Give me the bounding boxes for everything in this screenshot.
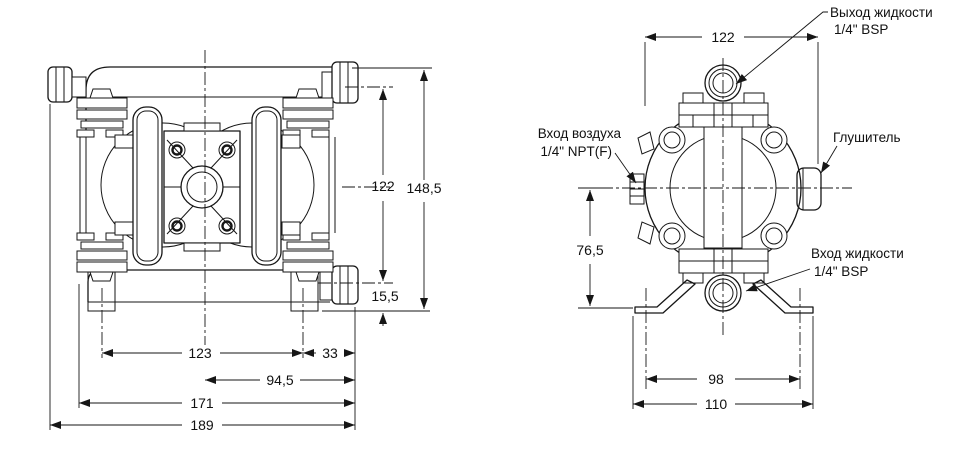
top-manifold bbox=[47, 61, 359, 134]
dim-text: 122 bbox=[371, 178, 395, 194]
label-liquid-outlet: Выход жидкости 1/4" BSP bbox=[735, 5, 933, 85]
dim-text: 189 bbox=[190, 417, 214, 433]
label-text: Глушитель bbox=[833, 130, 901, 145]
top-left-port bbox=[47, 66, 73, 103]
label-text: Вход воздуха bbox=[538, 126, 622, 141]
right-housing bbox=[328, 137, 336, 233]
leader-line bbox=[820, 145, 838, 174]
side-extension-lines bbox=[578, 42, 819, 409]
leader-line bbox=[745, 268, 811, 292]
top-left-port-collar bbox=[71, 76, 87, 98]
label-muffler: Глушитель bbox=[820, 130, 901, 174]
dim-text: 171 bbox=[190, 395, 214, 411]
left-housing bbox=[79, 137, 87, 233]
front-centerlines bbox=[101, 50, 393, 358]
dim-text: 94,5 bbox=[266, 372, 293, 388]
dim-front-port-height: 122 bbox=[371, 89, 395, 281]
body-bolts bbox=[168, 141, 236, 235]
front-extension-lines bbox=[49, 67, 432, 430]
muffler bbox=[796, 167, 822, 211]
leader-line bbox=[735, 11, 828, 85]
dim-text: 123 bbox=[188, 345, 212, 361]
label-liquid-inlet: Вход жидкости 1/4" BSP bbox=[745, 246, 904, 292]
dim-text: 110 bbox=[705, 396, 728, 412]
ring-bolts bbox=[658, 126, 788, 250]
dim-text: 33 bbox=[322, 345, 338, 361]
dim-side-overall-width: 122 bbox=[645, 29, 818, 45]
top-right-port-collar bbox=[321, 71, 333, 99]
bottom-right-clamp bbox=[282, 232, 334, 282]
label-text: Выход жидкости bbox=[830, 5, 933, 20]
dim-front-foot-to-port: 33 bbox=[303, 345, 355, 361]
label-text: 1/4" BSP bbox=[814, 264, 868, 279]
lug bbox=[281, 134, 301, 149]
center-port-outer bbox=[180, 165, 224, 209]
right-flange-plate bbox=[251, 106, 282, 266]
label-text: 1/4" BSP bbox=[834, 22, 888, 37]
label-text: 1/4" NPT(F) bbox=[540, 144, 612, 159]
bottom-right-port-collar bbox=[319, 271, 333, 301]
dim-text: 15,5 bbox=[371, 288, 398, 304]
lug bbox=[114, 221, 134, 236]
dim-front-center-to-port: 94,5 bbox=[205, 372, 355, 388]
center-port-inner bbox=[186, 171, 218, 203]
top-clamp-stack bbox=[678, 92, 769, 128]
dim-text: 148,5 bbox=[406, 180, 441, 196]
bottom-right-port bbox=[331, 265, 359, 305]
dim-side-center-to-base: 76,5 bbox=[576, 190, 604, 306]
label-text: Вход жидкости bbox=[811, 246, 904, 261]
left-flange-plate bbox=[132, 106, 163, 266]
bottom-clamp-stack bbox=[678, 248, 769, 284]
mounting-feet bbox=[634, 279, 814, 314]
dim-text: 122 bbox=[711, 29, 735, 45]
side-view: 122 76,5 98 110 Выход жидкости 1/4" BSP … bbox=[538, 5, 933, 412]
bottom-left-clamp bbox=[76, 232, 128, 282]
dim-front-overall-height: 148,5 bbox=[406, 70, 442, 309]
dim-front-feet-width: 171 bbox=[79, 395, 355, 411]
dim-text: 76,5 bbox=[576, 242, 603, 258]
label-air-inlet: Вход воздуха 1/4" NPT(F) bbox=[538, 126, 637, 184]
dim-front-feet-spacing: 123 bbox=[102, 345, 303, 361]
top-right-clamp bbox=[282, 88, 334, 138]
dim-front-inlet-to-base: 15,5 bbox=[371, 288, 399, 326]
top-right-port bbox=[331, 61, 359, 104]
lug bbox=[114, 134, 134, 149]
dim-side-feet-holes: 98 bbox=[646, 371, 800, 387]
leader-line bbox=[614, 152, 637, 184]
center-body bbox=[163, 122, 241, 252]
dim-front-overall-width: 189 bbox=[50, 417, 355, 433]
dim-text: 98 bbox=[708, 371, 724, 387]
side-centerlines bbox=[600, 58, 852, 392]
front-view: 122 148,5 15,5 123 33 94,5 bbox=[47, 50, 442, 433]
dim-side-feet-width: 110 bbox=[633, 396, 813, 412]
lug bbox=[281, 221, 301, 236]
